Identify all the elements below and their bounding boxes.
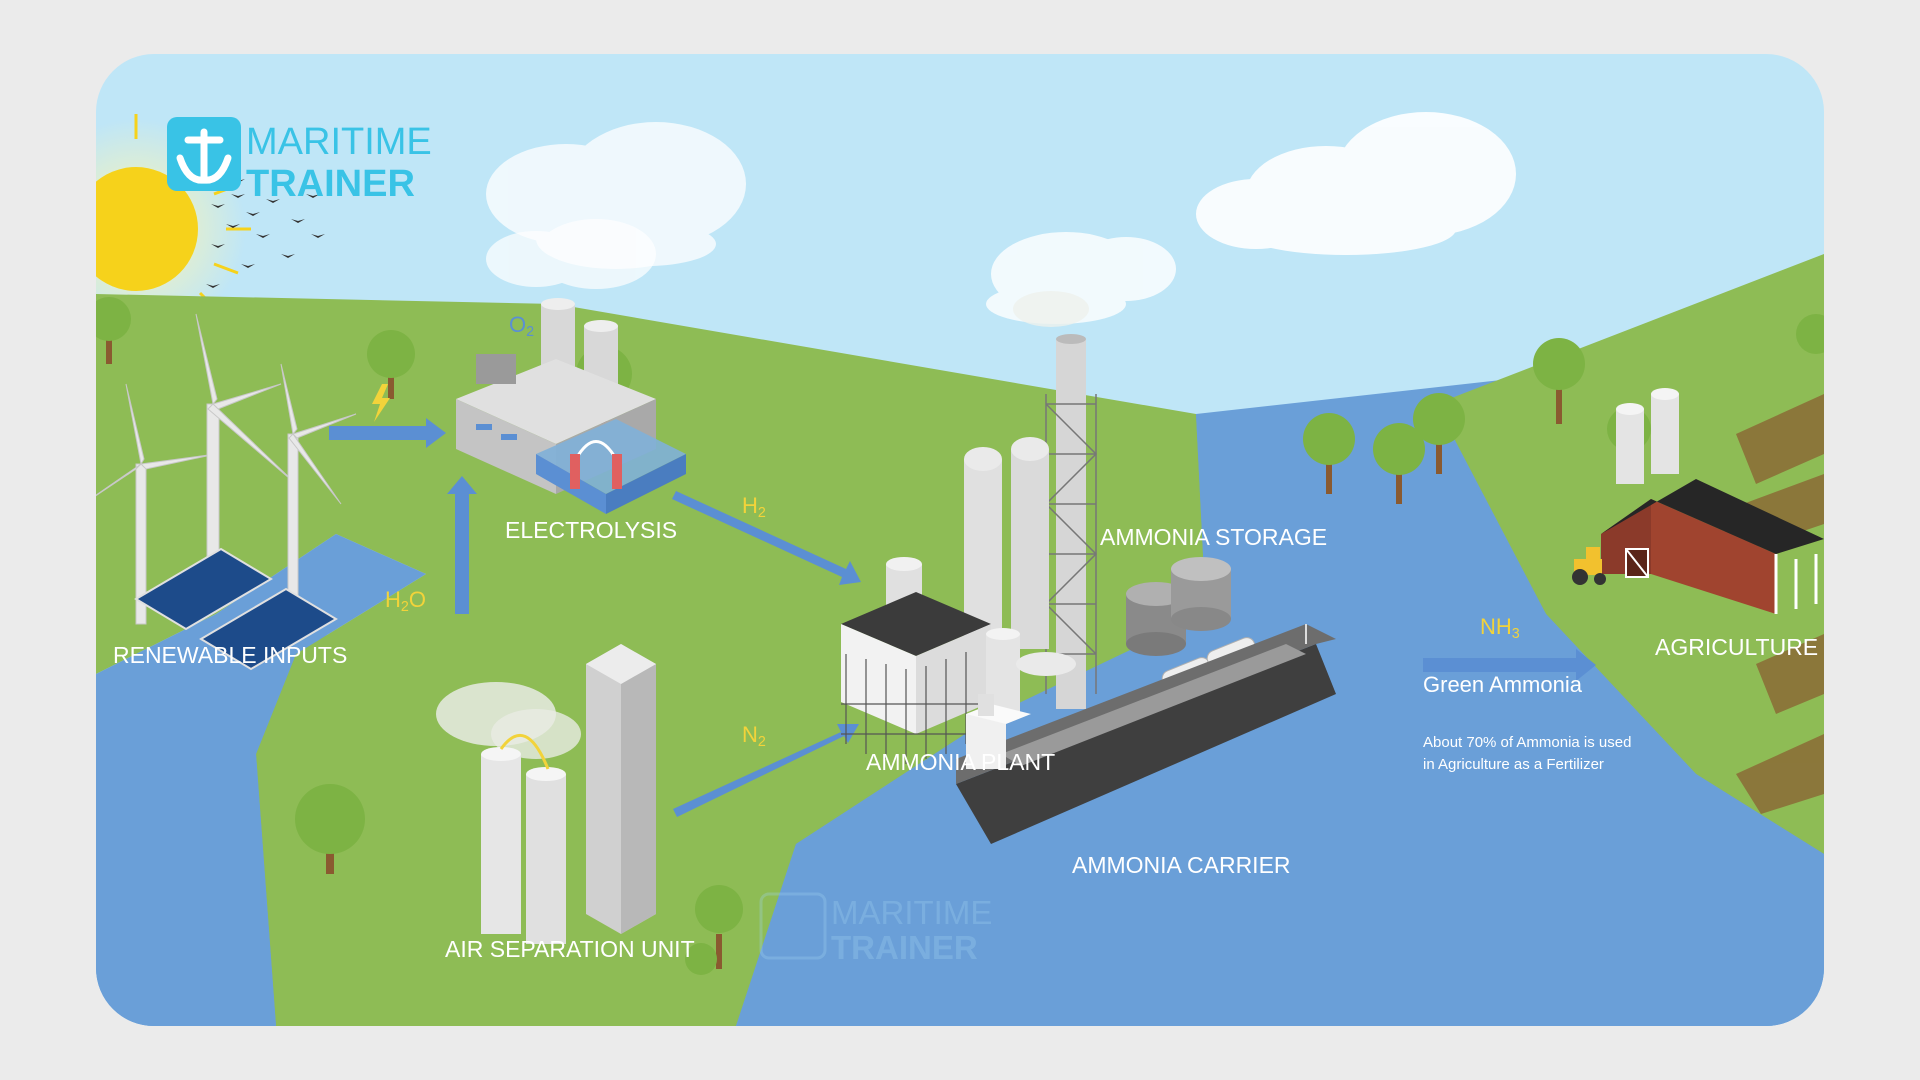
- water-horizon: [736, 414, 1824, 1026]
- arrow-h2: [672, 491, 861, 585]
- diagram-canvas: MARITIME TRAINER: [96, 54, 1824, 1026]
- watermark-word1: MARITIME: [831, 894, 992, 931]
- cloud-icon: [1196, 112, 1516, 255]
- watermark-logo: MARITIME TRAINER: [759, 892, 992, 966]
- arrow-renewable-to-electrolysis: [329, 418, 446, 448]
- label-electrolysis: ELECTROLYSIS: [505, 517, 677, 543]
- label-ammonia-storage: AMMONIA STORAGE: [1100, 524, 1327, 550]
- process-diagram: MARITIME TRAINER: [96, 54, 1824, 1026]
- solar-panel-icon: [134, 547, 338, 671]
- label-renewable-inputs: RENEWABLE INPUTS: [113, 642, 347, 668]
- tractor-icon: [1572, 547, 1606, 585]
- arrow-water-up: [447, 476, 477, 614]
- brand-word1: MARITIME: [246, 121, 432, 163]
- ammonia-plant: [841, 291, 1098, 764]
- barn: [1601, 388, 1824, 614]
- label-agriculture: AGRICULTURE: [1655, 634, 1818, 660]
- watermark-word2: TRAINER: [831, 929, 978, 966]
- chem-n2: N2: [742, 722, 766, 750]
- chem-h2o: H2O: [385, 587, 426, 615]
- arrow-nh3: [1423, 649, 1596, 681]
- chem-o2: O2: [509, 312, 534, 340]
- flow-arrows: [329, 418, 1596, 817]
- ammonia-carrier-ship: [956, 624, 1336, 844]
- wind-turbine-icon: [96, 313, 357, 625]
- green-ammonia-title: Green Ammonia: [1423, 672, 1583, 697]
- arrow-n2: [673, 724, 859, 817]
- lightning-icon: [372, 384, 390, 422]
- green-ammonia-note-line1: About 70% of Ammonia is used: [1423, 734, 1631, 751]
- label-air-separation-unit: AIR SEPARATION UNIT: [445, 936, 695, 962]
- air-separation-unit: [436, 644, 656, 944]
- chem-nh3: NH3: [1480, 614, 1520, 642]
- brand-logo: MARITIME TRAINER: [167, 117, 432, 205]
- label-ammonia-plant: AMMONIA PLANT: [866, 749, 1055, 775]
- cloud-icon: [486, 219, 656, 289]
- label-ammonia-carrier: AMMONIA CARRIER: [1072, 852, 1291, 878]
- electrolysis-building: [456, 298, 686, 514]
- green-ammonia-note-line2: in Agriculture as a Fertilizer: [1423, 756, 1604, 773]
- brand-word2: TRAINER: [246, 163, 415, 205]
- land-left: [96, 294, 1206, 1026]
- chem-h2: H2: [742, 493, 766, 521]
- river: [96, 534, 426, 1026]
